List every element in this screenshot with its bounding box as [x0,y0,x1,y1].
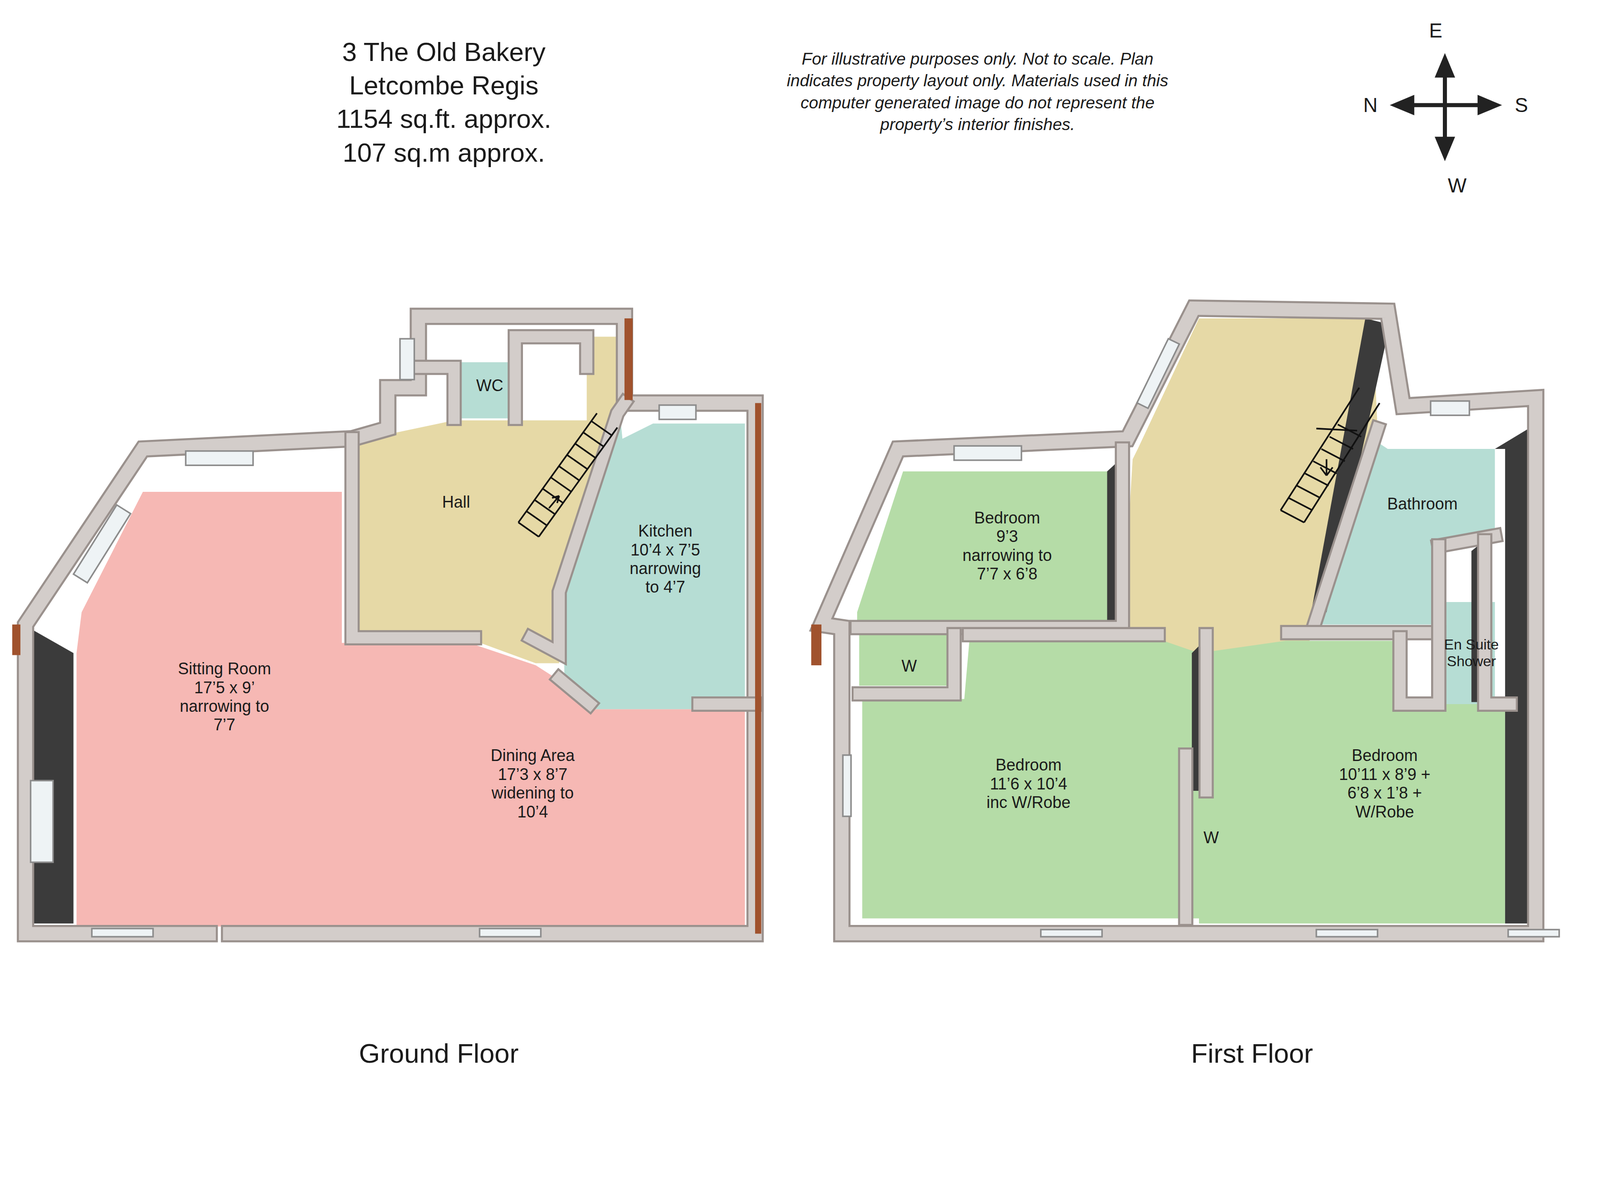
room-label: Bedroom 10’11 x 8’9 + 6’8 x 1’8 + W/Robe [1330,746,1439,822]
room-label: Hall [410,492,502,512]
disclaimer-note: For illustrative purposes only. Not to s… [767,48,1188,136]
room-label: Bedroom 9’3 narrowing to 7’7 x 6’8 [961,508,1053,584]
bathroom-room: Bathroom [1311,428,1496,628]
room-label: WC [462,376,518,395]
room-label: Sitting Room 17’5 x 9’ narrowing to 7’7 [175,659,274,735]
floor-label: First Floor [1138,1037,1365,1069]
room-label: Bedroom 11’6 x 10’4 inc W/Robe [983,755,1074,812]
wc-room: WC [454,362,516,419]
wardrobe-mark: W [897,657,921,676]
hall-room: Hall [357,336,618,664]
room-label: Bathroom [1372,494,1473,514]
plan-title: 3 The Old Bakery Letcombe Regis 1154 sq.… [326,34,562,169]
ensuite-room: En Suite Shower [1438,601,1501,705]
bedroom-room: Bedroom 10’11 x 8’9 + 6’8 x 1’8 + W/Robe [1198,632,1526,919]
bedroom-room: Bedroom 11’6 x 10’4 inc W/Robe [862,632,1199,919]
room-label: Kitchen 10’4 x 7’5 narrowing to 4’7 [622,521,708,597]
compass-letter: E [1422,18,1450,42]
wardrobe-mark: W [1202,828,1221,847]
room-label: Dining Area 17’3 x 8’7 widening to 10’4 [487,746,578,822]
compass-letter: S [1507,93,1535,117]
floor-label: Ground Floor [326,1037,552,1069]
bedroom-room: Bedroom 9’3 narrowing to 7’7 x 6’8 [846,448,1133,628]
kitchen-room: Kitchen 10’4 x 7’5 narrowing to 4’7 [559,408,751,710]
room-label: En Suite Shower [1441,636,1501,670]
compass-letter: W [1443,174,1471,198]
compass-letter: N [1357,93,1385,117]
living-area: Sitting Room 17’5 x 9’ narrowing to 7’7D… [25,448,750,934]
